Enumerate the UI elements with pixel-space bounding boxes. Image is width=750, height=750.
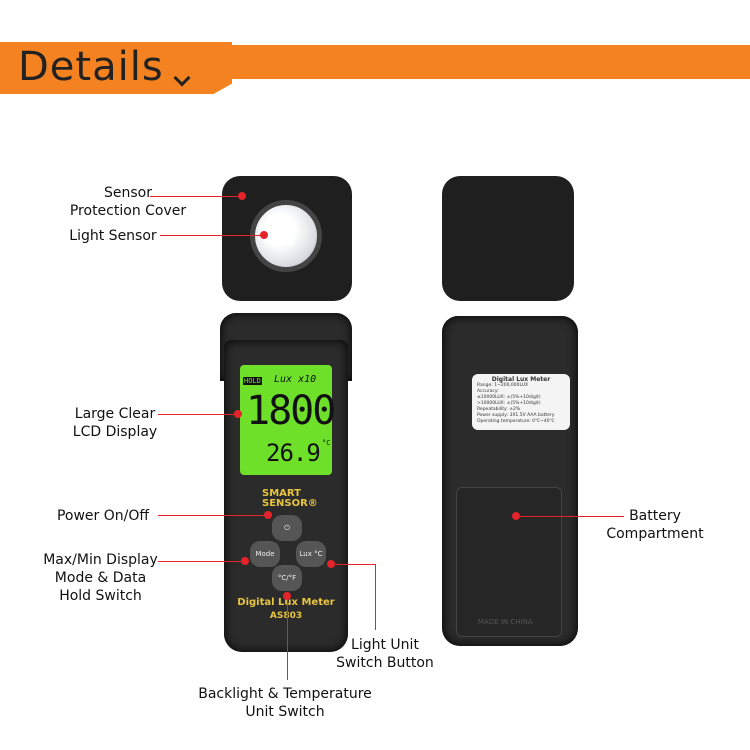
sticker-line: Power supply: 3X1.5V AAA battery: [477, 413, 555, 418]
label-maxmin: Max/Min Display Mode & Data Hold Switch: [43, 552, 158, 604]
callout-line: [160, 235, 264, 236]
callout-line: [150, 196, 242, 197]
callout-dot: [241, 557, 249, 565]
lcd-display: HOLD Lux x10 1800 26.9 °C: [240, 365, 336, 475]
light-sensor: [250, 200, 322, 272]
label-lcd: Large Clear LCD Display: [72, 406, 158, 440]
model-name: Digital Lux Meter: [237, 597, 335, 608]
callout-dot: [327, 560, 335, 568]
callout-dot: [260, 231, 268, 239]
lux-unit: Lux x10: [274, 374, 317, 385]
callout-dot: [512, 512, 520, 520]
hold-indicator: HOLD: [243, 377, 262, 385]
callout-dot: [283, 592, 291, 600]
temp-reading: 26.9: [266, 439, 321, 467]
lux-button[interactable]: Lux °C: [296, 541, 326, 567]
sticker-line: ≤10000LUX: ±(5%+10digit): [477, 395, 541, 400]
temp-unit: °C: [322, 439, 331, 447]
cf-button[interactable]: °C/°F: [272, 565, 302, 591]
label-battery: Battery Compartment: [606, 508, 704, 542]
label-sensor-cover: Sensor Protection Cover: [69, 185, 187, 219]
back-sensor-cover: [442, 176, 574, 301]
sticker-line: Range: 1~200,000LUX: [477, 383, 529, 388]
page-title: Details: [18, 44, 164, 90]
label-power: Power On/Off: [56, 508, 150, 524]
sticker-line: Operating temperature: 0℃~40℃: [477, 419, 555, 424]
callout-line: [516, 516, 624, 517]
callout-dot: [234, 410, 242, 418]
label-backlight: Backlight & Temperature Unit Switch: [198, 686, 372, 720]
sticker-title: Digital Lux Meter: [491, 376, 551, 383]
banner-tab: [0, 42, 232, 94]
callout-line: [332, 564, 376, 565]
brand-logo: SMART SENSOR®: [262, 488, 318, 509]
callout-line: [158, 414, 238, 415]
battery-compartment[interactable]: [456, 487, 562, 637]
model-number: AS803: [269, 611, 303, 621]
label-light-sensor: Light Sensor: [69, 228, 157, 244]
callout-line: [158, 515, 266, 516]
lux-reading: 1800: [246, 388, 336, 434]
callout-dot: [264, 511, 272, 519]
callout-line: [158, 561, 244, 562]
power-button[interactable]: ⏻: [272, 515, 302, 541]
sticker-line: Repeatability: ±2%: [477, 407, 521, 412]
spec-sticker: Digital Lux Meter Range: 1~200,000LUX Ac…: [472, 374, 570, 430]
callout-line: [287, 597, 288, 680]
made-in-text: MADE IN CHINA: [478, 618, 533, 626]
sticker-line: >10000LUX: ±(5%+10digit): [477, 401, 541, 406]
header-banner: [0, 42, 750, 94]
callout-line: [375, 564, 376, 630]
label-light-unit: Light Unit Switch Button: [336, 637, 434, 671]
callout-dot: [238, 192, 246, 200]
sticker-line: Accuracy:: [477, 389, 499, 394]
mode-button[interactable]: Mode: [250, 541, 280, 567]
